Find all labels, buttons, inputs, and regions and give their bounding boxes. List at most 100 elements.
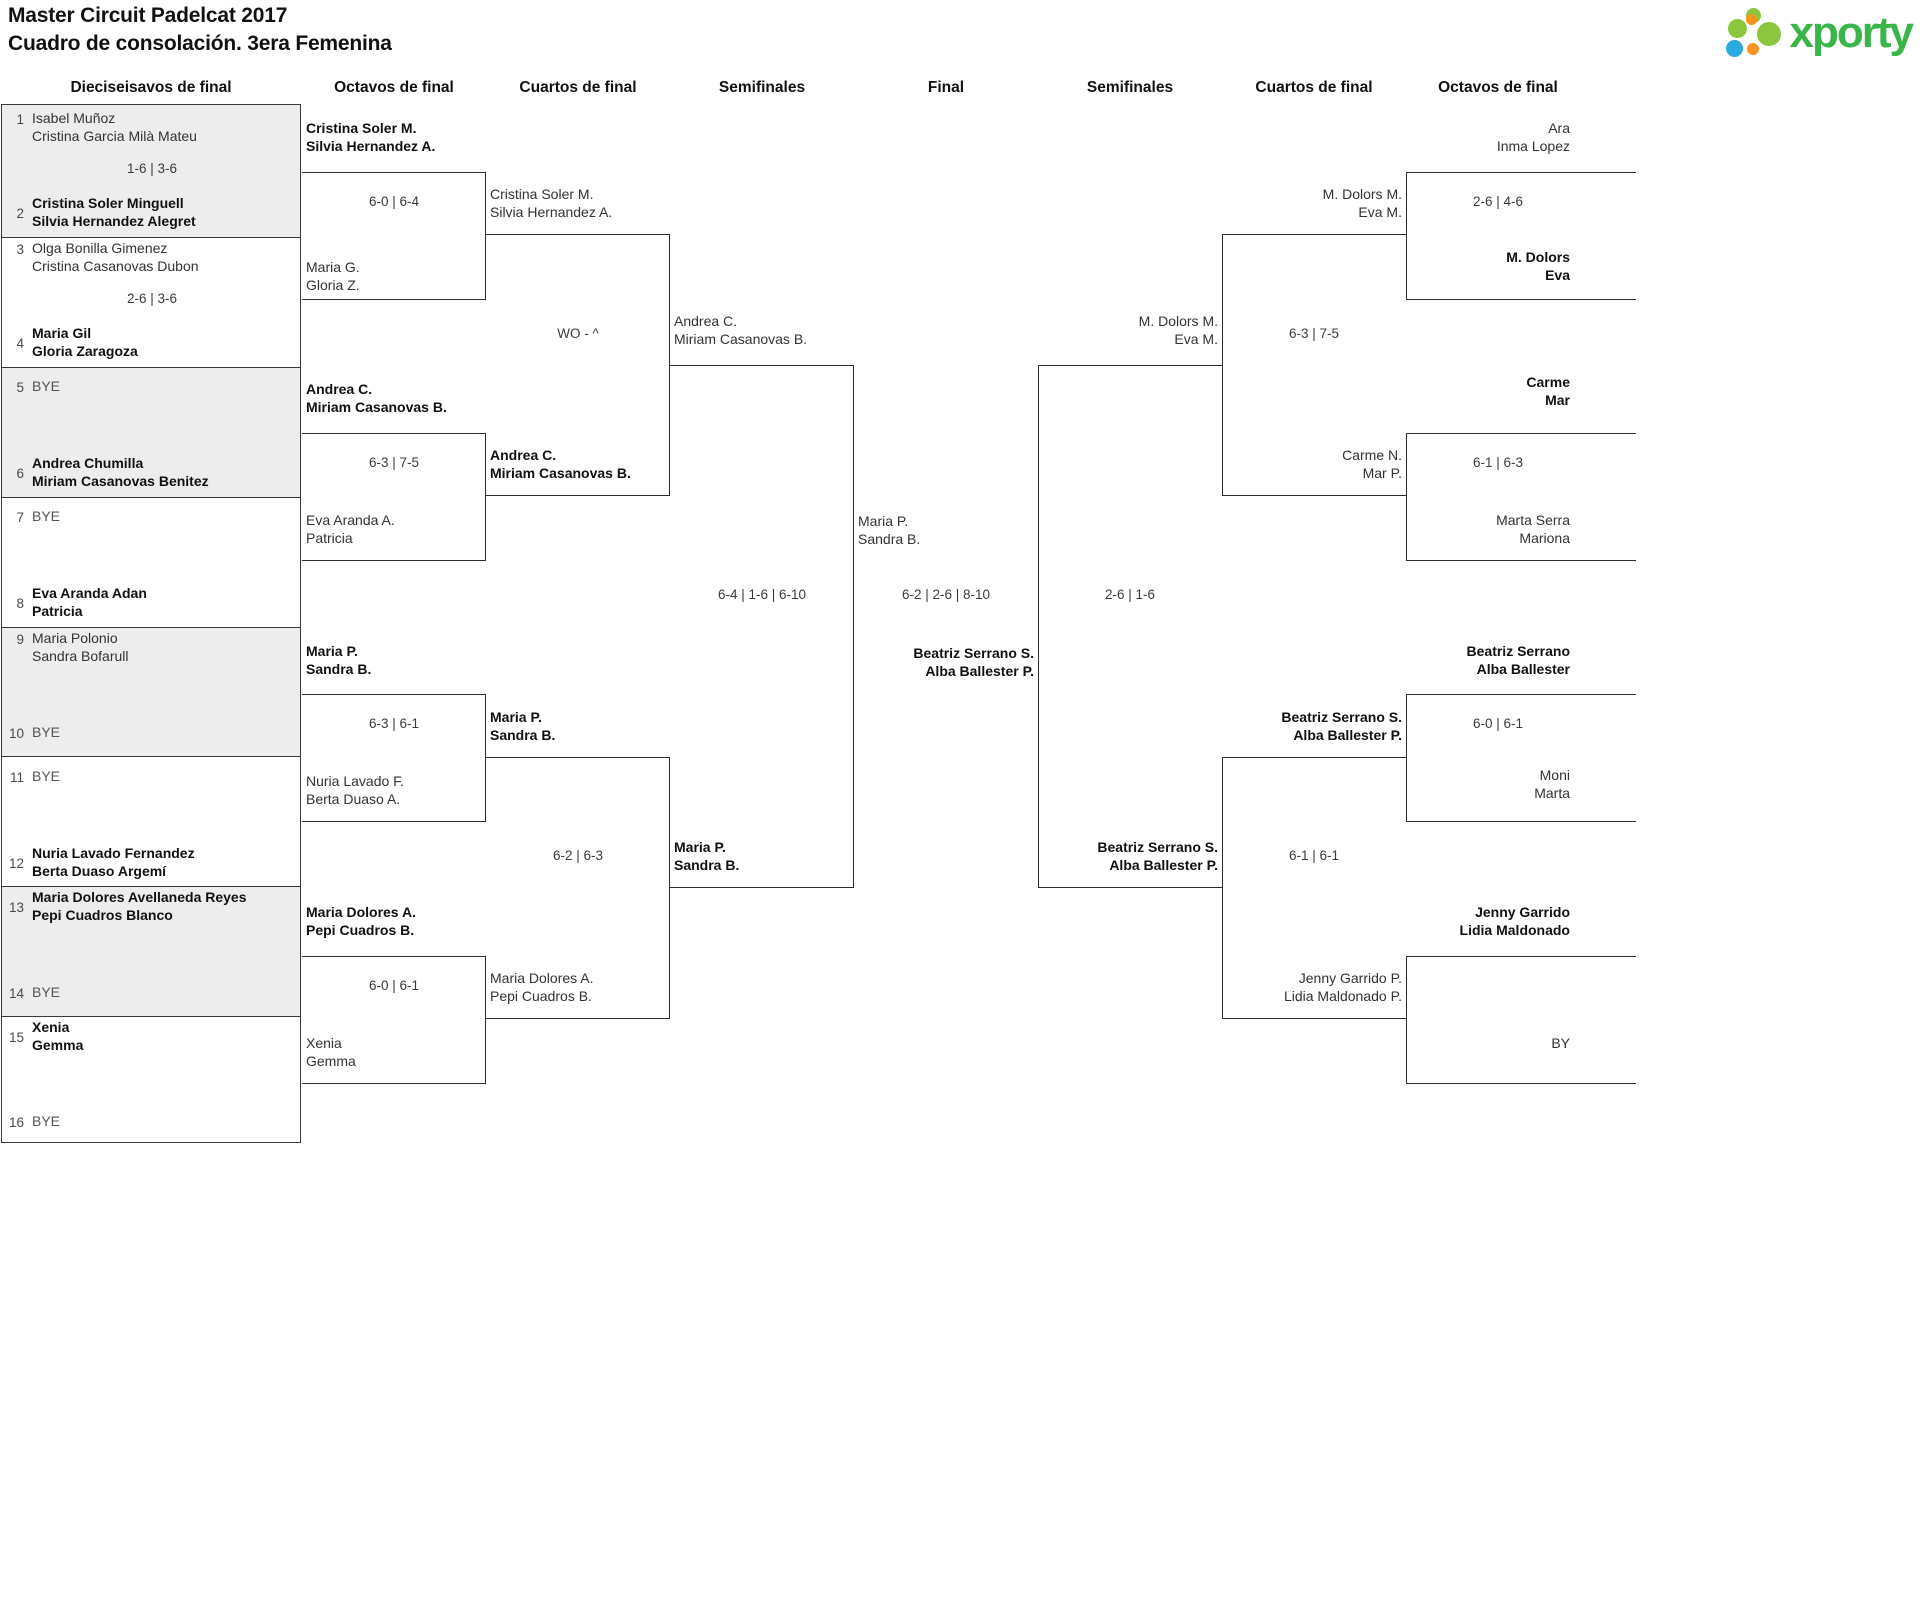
match-box-octavos-l4[interactable] [302,956,486,1084]
seed-row-2[interactable]: 2 Cristina Soler Minguell Silvia Hernand… [6,195,196,230]
cuartos-r2-score: 6-1 | 6-1 [1288,848,1340,863]
octavos-l2-top: Andrea C. Miriam Casanovas B. [306,381,447,415]
semis-l1-score: 6-4 | 1-6 | 6-10 [717,587,807,602]
match-box-octavos-l2[interactable] [302,433,486,561]
cuartos-l1-score: WO - ^ [557,326,599,341]
seed-number: 2 [16,206,24,221]
seed-bye-label: BYE [32,1113,61,1129]
match-box-octavos-r1[interactable] [1406,172,1636,300]
seed-row-15[interactable]: 15 Xenia Gemma [6,1019,83,1054]
seed-players: Xenia Gemma [32,1019,83,1054]
match-box-cuartos-l1[interactable] [486,234,670,496]
seed-score-2: 2-6 | 3-6 [127,291,178,306]
seed-row-10[interactable]: 10 BYE [6,724,60,742]
octavos-l3-top: Maria P. Sandra B. [306,643,372,677]
seed-number: 3 [16,242,24,257]
round-header-5: Semifinales [1086,79,1174,96]
seed-player-2: Cristina Garcia Milà Mateu [32,127,197,144]
semis-r1-bot: Beatriz Serrano S. Alba Ballester P. [1097,839,1218,873]
match-box-cuartos-r2[interactable] [1222,757,1406,1019]
match-box-semis-l1[interactable] [670,365,854,888]
seed-number: 9 [16,632,24,647]
seed-row-12[interactable]: 12 Nuria Lavado Fernandez Berta Duaso Ar… [6,845,195,880]
seed-row-1[interactable]: 1 Isabel Muñoz Cristina Garcia Milà Mate… [6,110,197,145]
seed-row-13[interactable]: 13 Maria Dolores Avellaneda Reyes Pepi C… [6,889,247,924]
round-header-4: Final [927,79,965,96]
match-box-octavos-r4[interactable] [1406,956,1636,1084]
seed-players: Maria Dolores Avellaneda Reyes Pepi Cuad… [32,889,247,924]
octavos-r2-top: Carme Mar [1526,374,1570,408]
cuartos-l2-bot: Maria Dolores A. Pepi Cuadros B. [490,970,594,1004]
seed-number: 12 [8,856,24,871]
seed-player-2: Berta Duaso Argemí [32,862,167,879]
seed-row-4[interactable]: 4 Maria Gil Gloria Zaragoza [6,325,138,360]
seed-player-1: Maria Polonio [32,630,118,646]
match-box-octavos-r3[interactable] [1406,694,1636,822]
semis-l1-top: Andrea C. Miriam Casanovas B. [674,313,808,347]
seed-player-1: Nuria Lavado Fernandez [32,845,195,861]
seed-player-2: Silvia Hernandez Alegret [32,212,196,229]
seed-row-5[interactable]: 5 BYE [6,378,60,396]
seed-player-1: Maria Dolores Avellaneda Reyes [32,889,247,905]
octavos-r4-bot: BY [1551,1035,1570,1051]
seed-row-6[interactable]: 6 Andrea Chumilla Miriam Casanovas Benit… [6,455,208,490]
match-box-cuartos-r1[interactable] [1222,234,1406,496]
seed-number: 14 [8,986,24,1001]
xporty-logo: xporty [1725,4,1914,62]
cuartos-r1-score: 6-3 | 7-5 [1288,326,1340,341]
match-box-octavos-r2[interactable] [1406,433,1636,561]
seed-band-4 [1,497,301,627]
seed-row-8[interactable]: 8 Eva Aranda Adan Patricia [6,585,147,620]
octavos-r2-bot: Marta Serra Mariona [1496,512,1570,546]
final-top: Maria P. Sandra B. [858,513,921,547]
octavos-l2-bot: Eva Aranda A. Patricia [306,512,395,546]
match-box-cuartos-l2[interactable] [486,757,670,1019]
seed-players: Cristina Soler Minguell Silvia Hernandez… [32,195,196,230]
semis-r1-top: M. Dolors M. Eva M. [1138,313,1218,347]
seed-players: Eva Aranda Adan Patricia [32,585,147,620]
seed-number: 16 [8,1115,24,1130]
page-title: Master Circuit Padelcat 2017 Cuadro de c… [8,2,392,58]
cuartos-l1-top: Cristina Soler M. Silvia Hernandez A. [490,186,613,220]
seed-band-5 [1,627,301,756]
seed-player-1: Olga Bonilla Gimenez [32,240,168,256]
octavos-l4-score: 6-0 | 6-1 [368,978,420,993]
seed-player-1: Maria Gil [32,325,92,341]
seed-row-7[interactable]: 7 BYE [6,508,60,526]
octavos-r3-top: Beatriz Serrano Alba Ballester [1466,643,1570,677]
seed-players: Maria Polonio Sandra Bofarull [32,630,129,665]
bracket-subtitle: Cuadro de consolación. 3era Femenina [8,32,392,55]
seed-player-1: Cristina Soler Minguell [32,195,184,211]
seed-players: Nuria Lavado Fernandez Berta Duaso Argem… [32,845,195,880]
seed-players: Maria Gil Gloria Zaragoza [32,325,138,360]
seed-number: 6 [16,466,24,481]
logo-wordmark: xporty [1789,8,1914,57]
seed-band-2 [1,237,301,367]
seed-row-14[interactable]: 14 BYE [6,984,60,1002]
seed-number: 4 [16,336,24,351]
seed-band-6 [1,756,301,886]
round-header-7: Octavos de final [1438,79,1558,96]
semis-r1-score: 2-6 | 1-6 [1104,587,1156,602]
seed-band-8 [1,1016,301,1143]
cuartos-r1-bot: Carme N. Mar P. [1342,447,1402,481]
round-header-1: Octavos de final [334,79,454,96]
seed-band-1 [1,104,301,237]
round-header-2: Cuartos de final [519,79,637,96]
seed-number: 8 [16,596,24,611]
seed-player-1: Isabel Muñoz [32,110,116,126]
seed-row-16[interactable]: 16 BYE [6,1113,60,1131]
seed-player-1: Xenia [32,1019,70,1035]
seed-number: 11 [9,770,24,785]
match-box-octavos-l1[interactable] [302,172,486,300]
seed-row-11[interactable]: 11 BYE [6,768,60,786]
cuartos-l1-bot: Andrea C. Miriam Casanovas B. [490,447,631,481]
octavos-l3-bot: Nuria Lavado F. Berta Duaso A. [306,773,405,807]
seed-number: 15 [8,1030,24,1045]
match-box-octavos-l3[interactable] [302,694,486,822]
seed-number: 1 [16,112,24,127]
seed-row-9[interactable]: 9 Maria Polonio Sandra Bofarull [6,630,129,665]
seed-row-3[interactable]: 3 Olga Bonilla Gimenez Cristina Casanova… [6,240,199,275]
match-box-semis-r1[interactable] [1038,365,1222,888]
seed-players: Olga Bonilla Gimenez Cristina Casanovas … [32,240,199,275]
